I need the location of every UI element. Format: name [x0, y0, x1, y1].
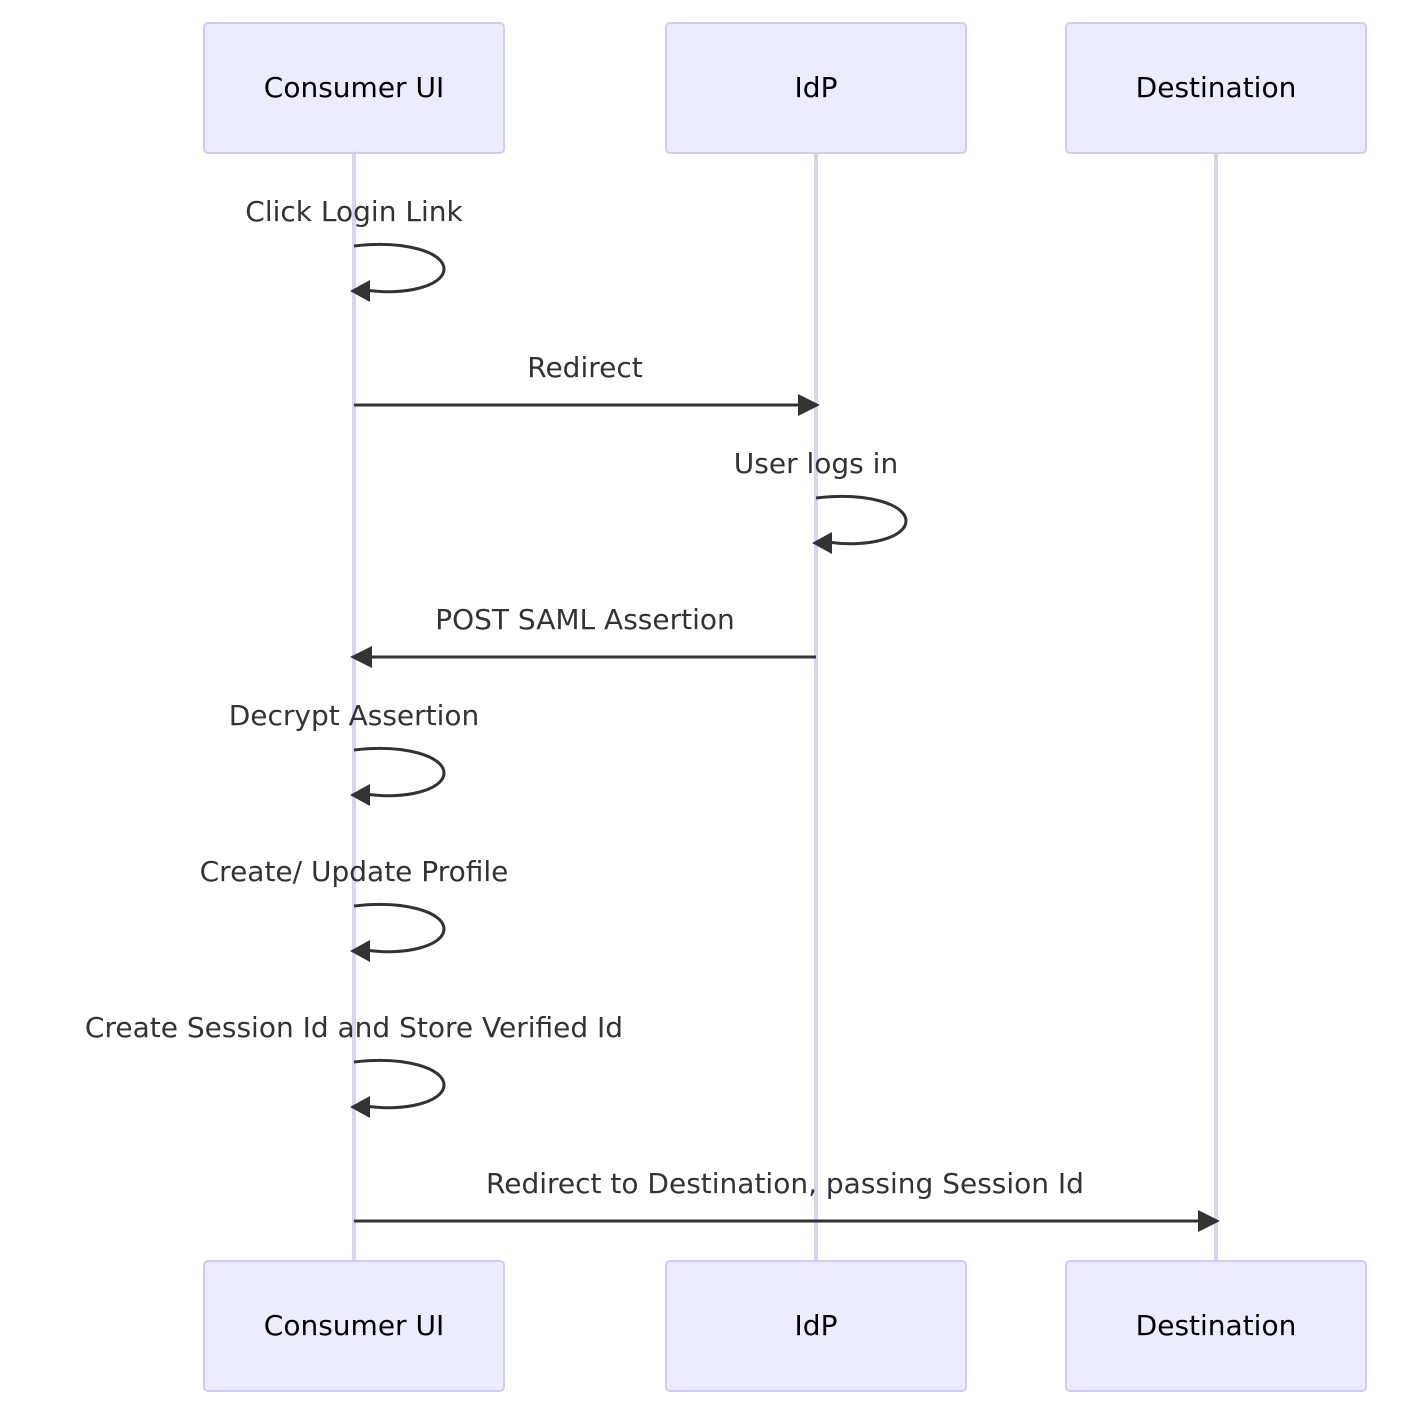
actor-idp-bottom: IdP [665, 1260, 967, 1392]
arrow-head [812, 532, 832, 554]
actor-consumer-ui-top: Consumer UI [203, 22, 505, 154]
message-decrypt-assertion: Decrypt Assertion [229, 699, 480, 806]
actor-destination-top: Destination [1065, 22, 1367, 154]
actor-destination-bottom: Destination [1065, 1260, 1367, 1392]
arrow-head [350, 784, 370, 806]
actor-label: Destination [1136, 71, 1297, 104]
actor-idp-top: IdP [665, 22, 967, 154]
arrow-head [798, 394, 820, 416]
message-label: Redirect to Destination, passing Session… [486, 1167, 1084, 1200]
actor-consumer-ui-bottom: Consumer UI [203, 1260, 505, 1392]
arrow-head [350, 940, 370, 962]
arrow-head [350, 1096, 370, 1118]
message-label: Create/ Update Profile [200, 855, 509, 888]
message-label: Decrypt Assertion [229, 699, 480, 732]
message-create-update-profile: Create/ Update Profile [200, 855, 509, 962]
message-label: Create Session Id and Store Verified Id [85, 1011, 623, 1044]
message-label: User logs in [734, 447, 898, 480]
arrow-head [350, 646, 372, 668]
self-loop-arrow [353, 242, 446, 294]
message-label: Redirect [527, 351, 642, 384]
self-loop-arrow [815, 494, 908, 546]
self-loop-arrow [353, 746, 446, 798]
actor-label: Consumer UI [264, 1309, 444, 1342]
message-label: POST SAML Assertion [435, 603, 735, 636]
message-user-logs-in: User logs in [734, 447, 908, 554]
actor-label: Destination [1136, 1309, 1297, 1342]
message-post-saml-assertion: POST SAML Assertion [350, 603, 816, 668]
actor-label: Consumer UI [264, 71, 444, 104]
self-loop-arrow [353, 1058, 446, 1110]
actor-label: IdP [795, 1309, 838, 1342]
arrow-head [350, 280, 370, 302]
actor-label: IdP [795, 71, 838, 104]
message-redirect-to-destination: Redirect to Destination, passing Session… [354, 1167, 1220, 1232]
message-click-login-link: Click Login Link [245, 195, 463, 302]
message-create-session-id: Create Session Id and Store Verified Id [85, 1011, 623, 1118]
message-redirect: Redirect [354, 351, 820, 416]
self-loop-arrow [353, 902, 446, 954]
arrow-head [1198, 1210, 1220, 1232]
message-label: Click Login Link [245, 195, 463, 228]
